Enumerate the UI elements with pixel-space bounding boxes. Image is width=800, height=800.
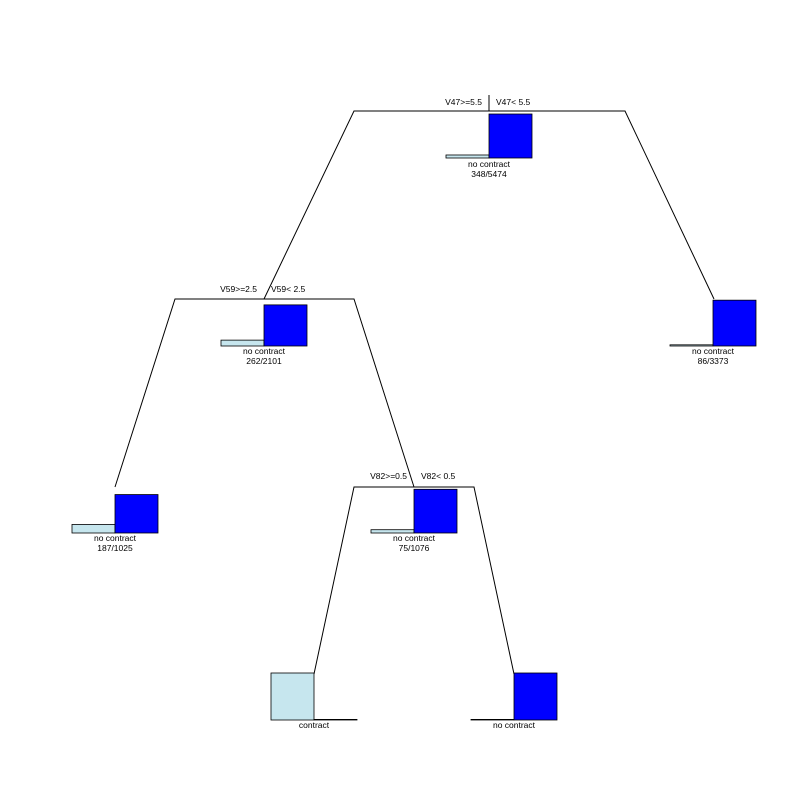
node-n5: no contract 75/1076 bbox=[370, 488, 458, 553]
node-n10-no-contract-bar bbox=[313, 719, 358, 721]
edge-n5-to-n11 bbox=[414, 486, 515, 675]
node-n4: no contract 187/1025 bbox=[71, 494, 159, 553]
node-root-contract-bar bbox=[445, 154, 490, 159]
node-n3-count-label: 86/3373 bbox=[698, 356, 729, 366]
node-n4-class-label: no contract bbox=[94, 533, 137, 543]
node-root-no-contract-bar bbox=[488, 113, 533, 159]
node-n10-class-label: contract bbox=[299, 720, 330, 730]
split-label-n2-right: V59< 2.5 bbox=[271, 284, 306, 294]
node-n4-contract-bar bbox=[71, 524, 116, 534]
node-root-class-label: no contract bbox=[468, 159, 511, 169]
edge-n2-to-n4 bbox=[114, 298, 264, 488]
node-n2-count-label: 262/2101 bbox=[246, 356, 282, 366]
split-label-n5-left: V82>=0.5 bbox=[370, 471, 407, 481]
node-n3-no-contract-bar bbox=[712, 299, 757, 347]
edge-root-to-n2 bbox=[263, 110, 489, 300]
node-n11-class-label: no contract bbox=[493, 720, 536, 730]
node-root: no contract 348/5474 bbox=[445, 113, 533, 179]
edge-n5-to-n10 bbox=[313, 486, 414, 675]
node-n3-class-label: no contract bbox=[692, 346, 735, 356]
node-n10: contract bbox=[270, 672, 358, 730]
node-n2-class-label: no contract bbox=[243, 346, 286, 356]
node-n11: no contract bbox=[470, 672, 558, 730]
edge-root-to-n3 bbox=[489, 110, 715, 300]
split-label-root-right: V47< 5.5 bbox=[496, 97, 531, 107]
node-n10-contract-bar bbox=[270, 672, 315, 721]
node-n11-no-contract-bar bbox=[513, 672, 558, 721]
edge-n2-to-n5 bbox=[264, 298, 415, 488]
split-label-n5-right: V82< 0.5 bbox=[421, 471, 456, 481]
node-n4-count-label: 187/1025 bbox=[97, 543, 133, 553]
node-root-count-label: 348/5474 bbox=[471, 169, 507, 179]
node-n4-no-contract-bar bbox=[114, 494, 159, 534]
node-n3: no contract 86/3373 bbox=[669, 299, 757, 366]
split-label-n2-left: V59>=2.5 bbox=[220, 284, 257, 294]
node-n5-no-contract-bar bbox=[413, 488, 458, 534]
node-n2-no-contract-bar bbox=[263, 304, 308, 347]
node-n5-count-label: 75/1076 bbox=[399, 543, 430, 553]
node-n2: no contract 262/2101 bbox=[220, 304, 308, 366]
node-n5-class-label: no contract bbox=[393, 533, 436, 543]
split-label-root-left: V47>=5.5 bbox=[445, 97, 482, 107]
